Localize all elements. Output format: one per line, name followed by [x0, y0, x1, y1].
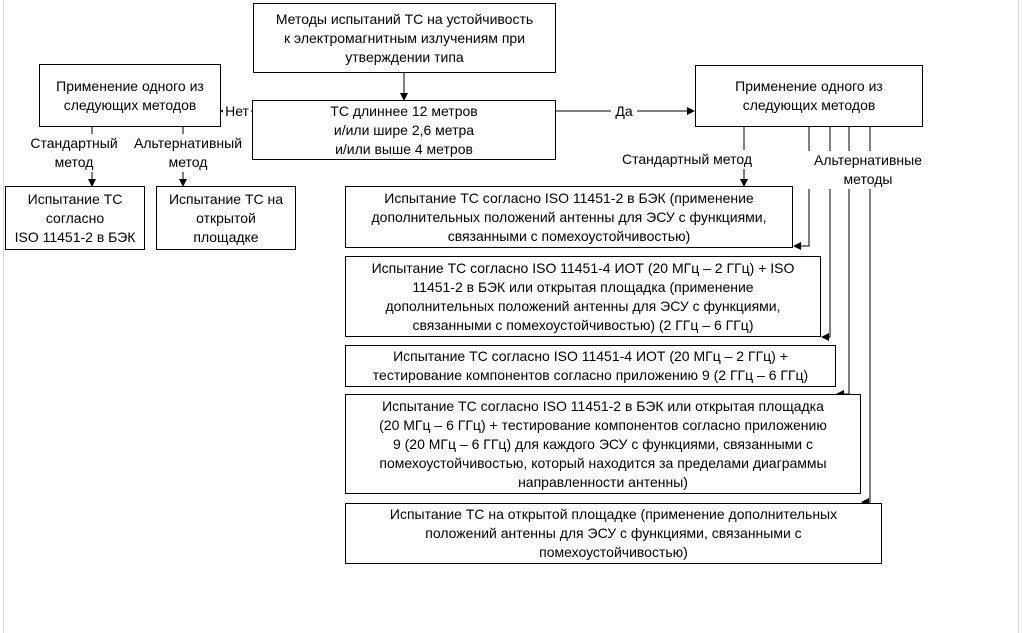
right-box-4: Испытание ТС согласно ISO 11451-2 в БЭК … — [345, 394, 861, 494]
label-yes: Да — [611, 102, 637, 121]
left-apply-box: Применение одного из следующих методов — [39, 64, 221, 127]
right-apply-box: Применение одного из следующих методов — [695, 65, 923, 127]
arrow-right-alt-2 — [821, 127, 831, 341]
right-box-1: Испытание ТС согласно ISO 11451-2 в БЭК … — [345, 186, 793, 248]
right-box-2: Испытание ТС согласно ISO 11451-4 ИОТ (2… — [345, 256, 821, 337]
left-standard-box: Испытание ТС согласно ISO 11451-2 в БЭК — [5, 186, 145, 250]
label-right-alternatives: Альтернативные методы — [806, 151, 930, 189]
label-left-standard: Стандартный метод — [22, 134, 126, 172]
label-no: Нет — [223, 102, 251, 121]
canvas-frame — [3, 0, 1019, 633]
top-box: Методы испытаний ТС на устойчивость к эл… — [253, 3, 556, 73]
left-alternative-box: Испытание ТС на открытой площадке — [156, 186, 296, 250]
right-box-3: Испытание ТС согласно ISO 11451-4 ИОТ (2… — [345, 345, 836, 387]
right-box-5: Испытание ТС на открытой площадке (приме… — [345, 503, 882, 564]
decision-box: ТС длиннее 12 метров и/или шире 2,6 метр… — [252, 100, 556, 160]
arrow-right-alt-4 — [861, 127, 871, 506]
label-right-standard: Стандартный метод — [612, 150, 762, 169]
label-left-alternative: Альтернативный метод — [126, 134, 250, 172]
